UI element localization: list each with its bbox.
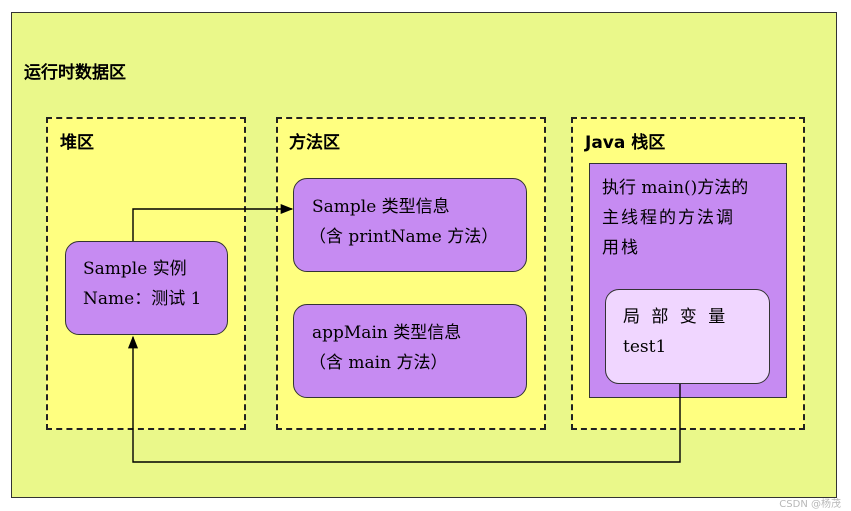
call-stack-line-2: 主线程的方法调: [602, 208, 735, 228]
call-stack-line-3: 用栈: [602, 238, 640, 258]
instance-to-type-arrow: [132, 203, 294, 241]
sample-instance-name: Name：测试 1: [83, 289, 202, 309]
sample-type-info-box: Sample 类型信息 （含 printName 方法）: [293, 178, 527, 272]
local-var-to-instance-arrow: [127, 335, 681, 463]
sample-instance-label: Sample 实例: [83, 259, 187, 279]
watermark: CSDN @杨茂: [779, 499, 841, 510]
sample-type-info-label: Sample 类型信息: [312, 197, 450, 217]
java-stack-title: Java 栈区: [585, 133, 666, 153]
local-variable-box: 局 部 变 量 test1: [605, 289, 770, 384]
sample-instance-box: Sample 实例 Name：测试 1: [65, 241, 228, 335]
local-variable-label: 局 部 变 量: [623, 307, 729, 327]
heap-region-title: 堆区: [60, 133, 94, 153]
appmain-type-info-box: appMain 类型信息 （含 main 方法）: [293, 304, 527, 398]
method-area-title: 方法区: [289, 133, 340, 153]
call-stack-line-1: 执行 main()方法的: [602, 178, 749, 198]
local-variable-value: test1: [623, 337, 667, 357]
appmain-type-info-detail: （含 main 方法）: [309, 353, 448, 373]
sample-type-info-detail: （含 printName 方法）: [309, 227, 499, 247]
appmain-type-info-label: appMain 类型信息: [312, 323, 462, 343]
runtime-data-area-title: 运行时数据区: [24, 63, 126, 83]
